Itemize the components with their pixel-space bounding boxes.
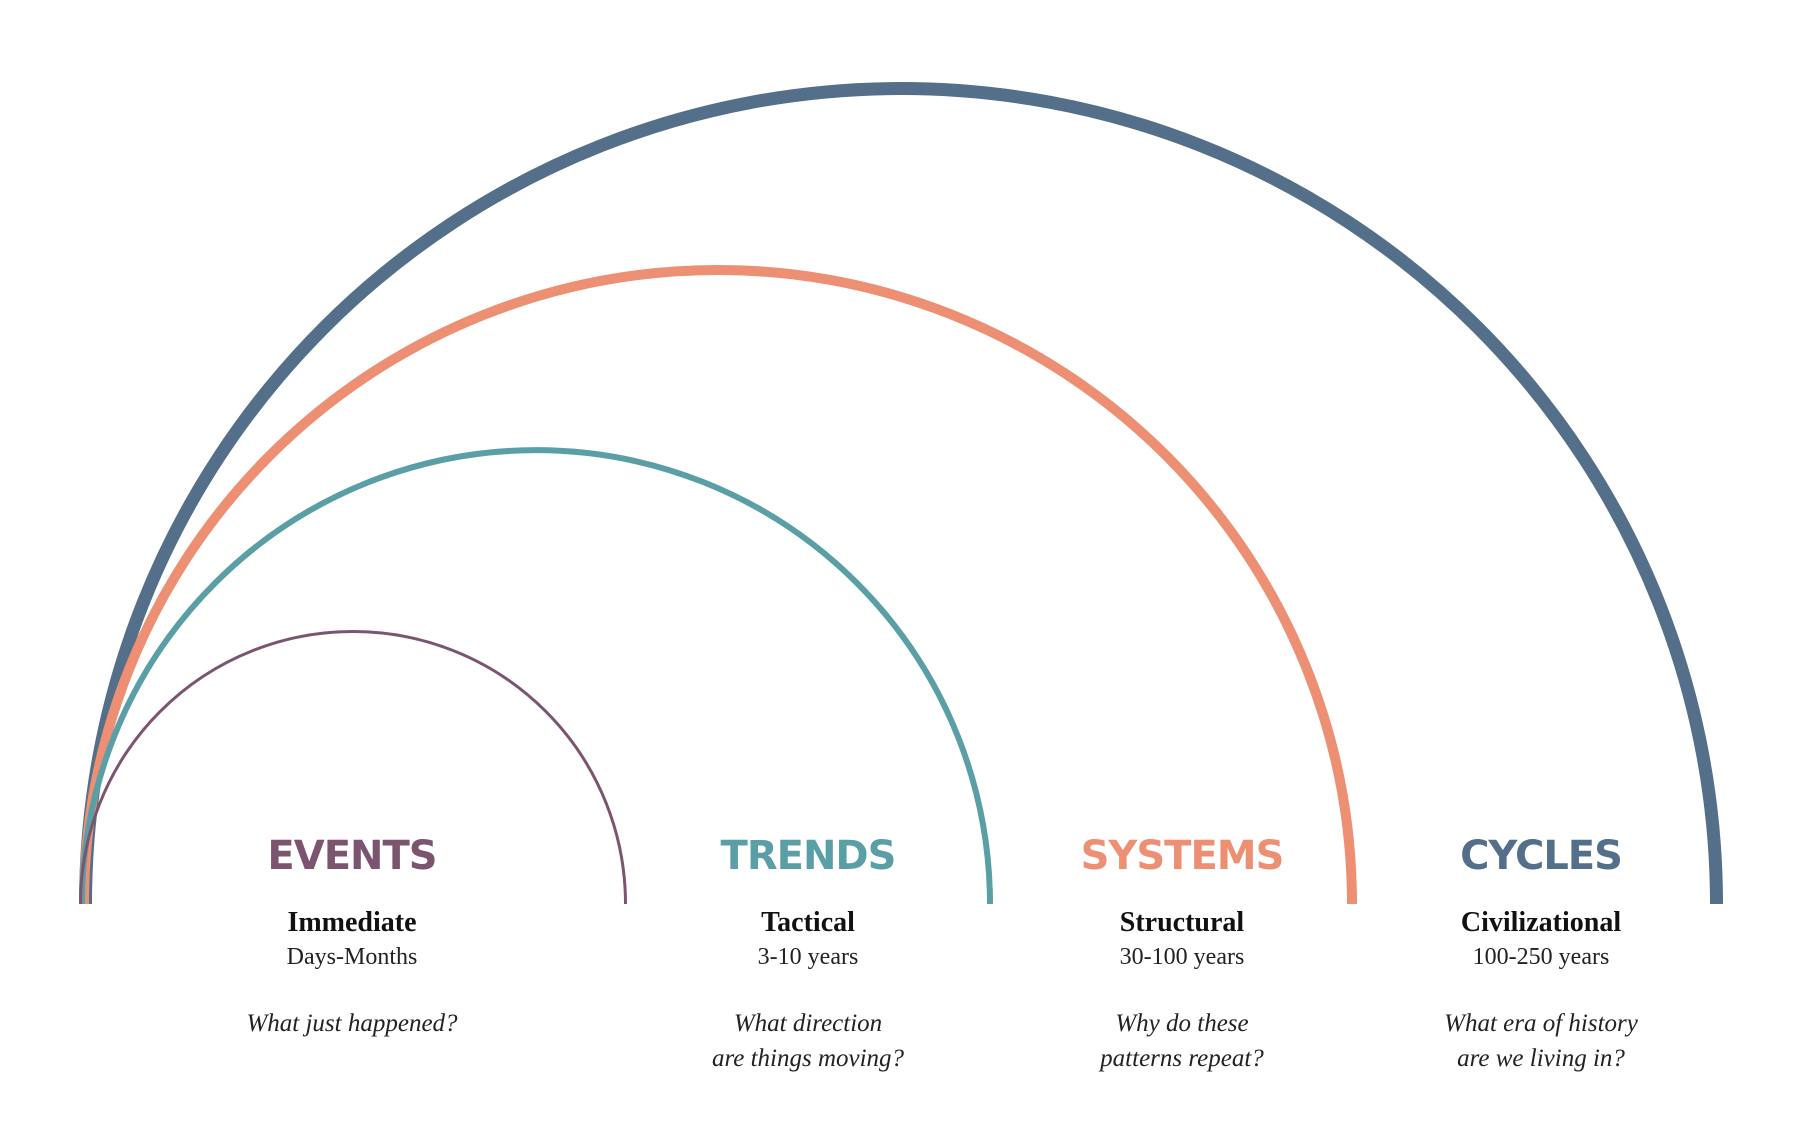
- cycles-heading: CYCLES: [1460, 833, 1623, 879]
- systems-scale: Structural: [1119, 907, 1245, 938]
- cycles-arc: [79, 82, 1723, 905]
- events-question: What just happened?: [172, 1006, 532, 1041]
- cycles-question: What era of history are we living in?: [1361, 1006, 1721, 1076]
- events-heading: EVENTS: [267, 833, 437, 879]
- events-column: EVENTS Immediate Days-Months What just h…: [172, 836, 532, 1041]
- events-question-line-1: What just happened?: [246, 1009, 458, 1037]
- events-range: Days-Months: [286, 943, 418, 970]
- systems-range: 30-100 years: [1119, 943, 1245, 970]
- events-arc: [79, 630, 627, 905]
- systems-heading: SYSTEMS: [1080, 833, 1285, 879]
- trends-question-line-1: What direction: [733, 1009, 883, 1037]
- cycles-scale: Civilizational: [1460, 907, 1622, 938]
- trends-scale: Tactical: [761, 907, 855, 938]
- systems-column: SYSTEMS Structural 30-100 years Why do t…: [1002, 836, 1362, 1076]
- systems-question: Why do these patterns repeat?: [1002, 1006, 1362, 1076]
- cycles-question-line-2: are we living in?: [1457, 1044, 1625, 1072]
- systems-arc: [79, 265, 1357, 905]
- cycles-range: 100-250 years: [1472, 943, 1610, 970]
- trends-question: What direction are things moving?: [628, 1006, 988, 1076]
- trends-question-line-2: are things moving?: [711, 1044, 905, 1072]
- cycles-column: CYCLES Civilizational 100-250 years What…: [1361, 836, 1721, 1076]
- trends-arc: [79, 447, 993, 905]
- trends-range: 3-10 years: [757, 943, 859, 970]
- trends-column: TRENDS Tactical 3-10 years What directio…: [628, 836, 988, 1076]
- cycles-question-line-1: What era of history: [1444, 1009, 1638, 1037]
- events-scale: Immediate: [287, 907, 417, 938]
- trends-heading: TRENDS: [720, 833, 897, 879]
- systems-question-line-1: Why do these: [1115, 1009, 1249, 1037]
- systems-question-line-2: patterns repeat?: [1100, 1044, 1264, 1072]
